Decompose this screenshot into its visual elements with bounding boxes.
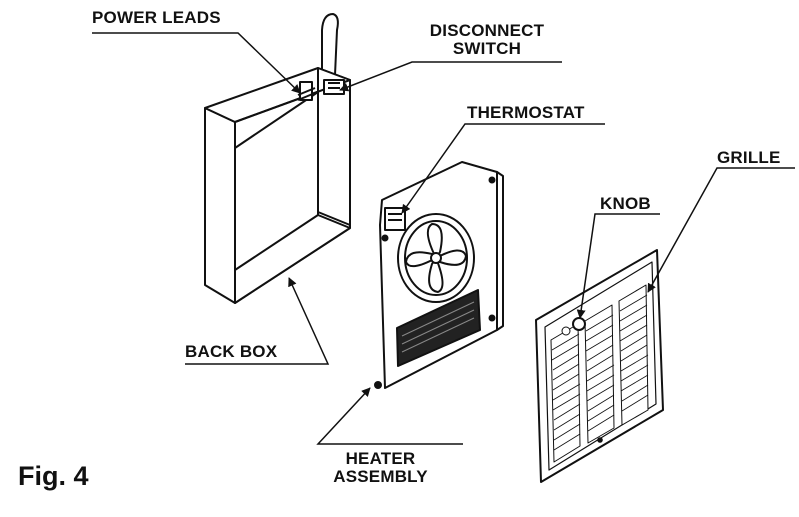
grille-leader xyxy=(647,167,795,293)
label-heater-assembly: HEATER ASSEMBLY xyxy=(318,450,443,486)
grille-louvers xyxy=(550,284,649,463)
label-heater-line2: ASSEMBLY xyxy=(333,467,428,486)
heater-assembly-leader xyxy=(316,387,463,445)
label-back-box: BACK BOX xyxy=(185,342,278,361)
fan-blades xyxy=(405,223,467,293)
grille xyxy=(535,249,664,483)
label-heater-line1: HEATER xyxy=(345,449,416,468)
leader-lines xyxy=(92,32,795,445)
label-disconnect-line1: DISCONNECT xyxy=(429,21,545,40)
label-disconnect-switch: DISCONNECT SWITCH xyxy=(412,22,562,58)
label-grille: GRILLE xyxy=(717,148,781,167)
label-thermostat: THERMOSTAT xyxy=(467,103,585,122)
disconnect-switch-leader xyxy=(339,61,562,92)
knob-leader xyxy=(576,213,660,319)
heater-assembly xyxy=(374,161,504,389)
label-power-leads: POWER LEADS xyxy=(92,8,221,27)
power-cable xyxy=(321,13,339,76)
power-leads-leader xyxy=(92,32,301,94)
thermostat-leader xyxy=(401,123,605,214)
figure-label: Fig. 4 xyxy=(18,461,89,491)
back-box xyxy=(204,13,351,304)
label-knob: KNOB xyxy=(600,194,651,213)
knob-dial xyxy=(572,317,586,331)
back-box-leader xyxy=(185,277,330,365)
label-disconnect-line2: SWITCH xyxy=(452,39,522,58)
